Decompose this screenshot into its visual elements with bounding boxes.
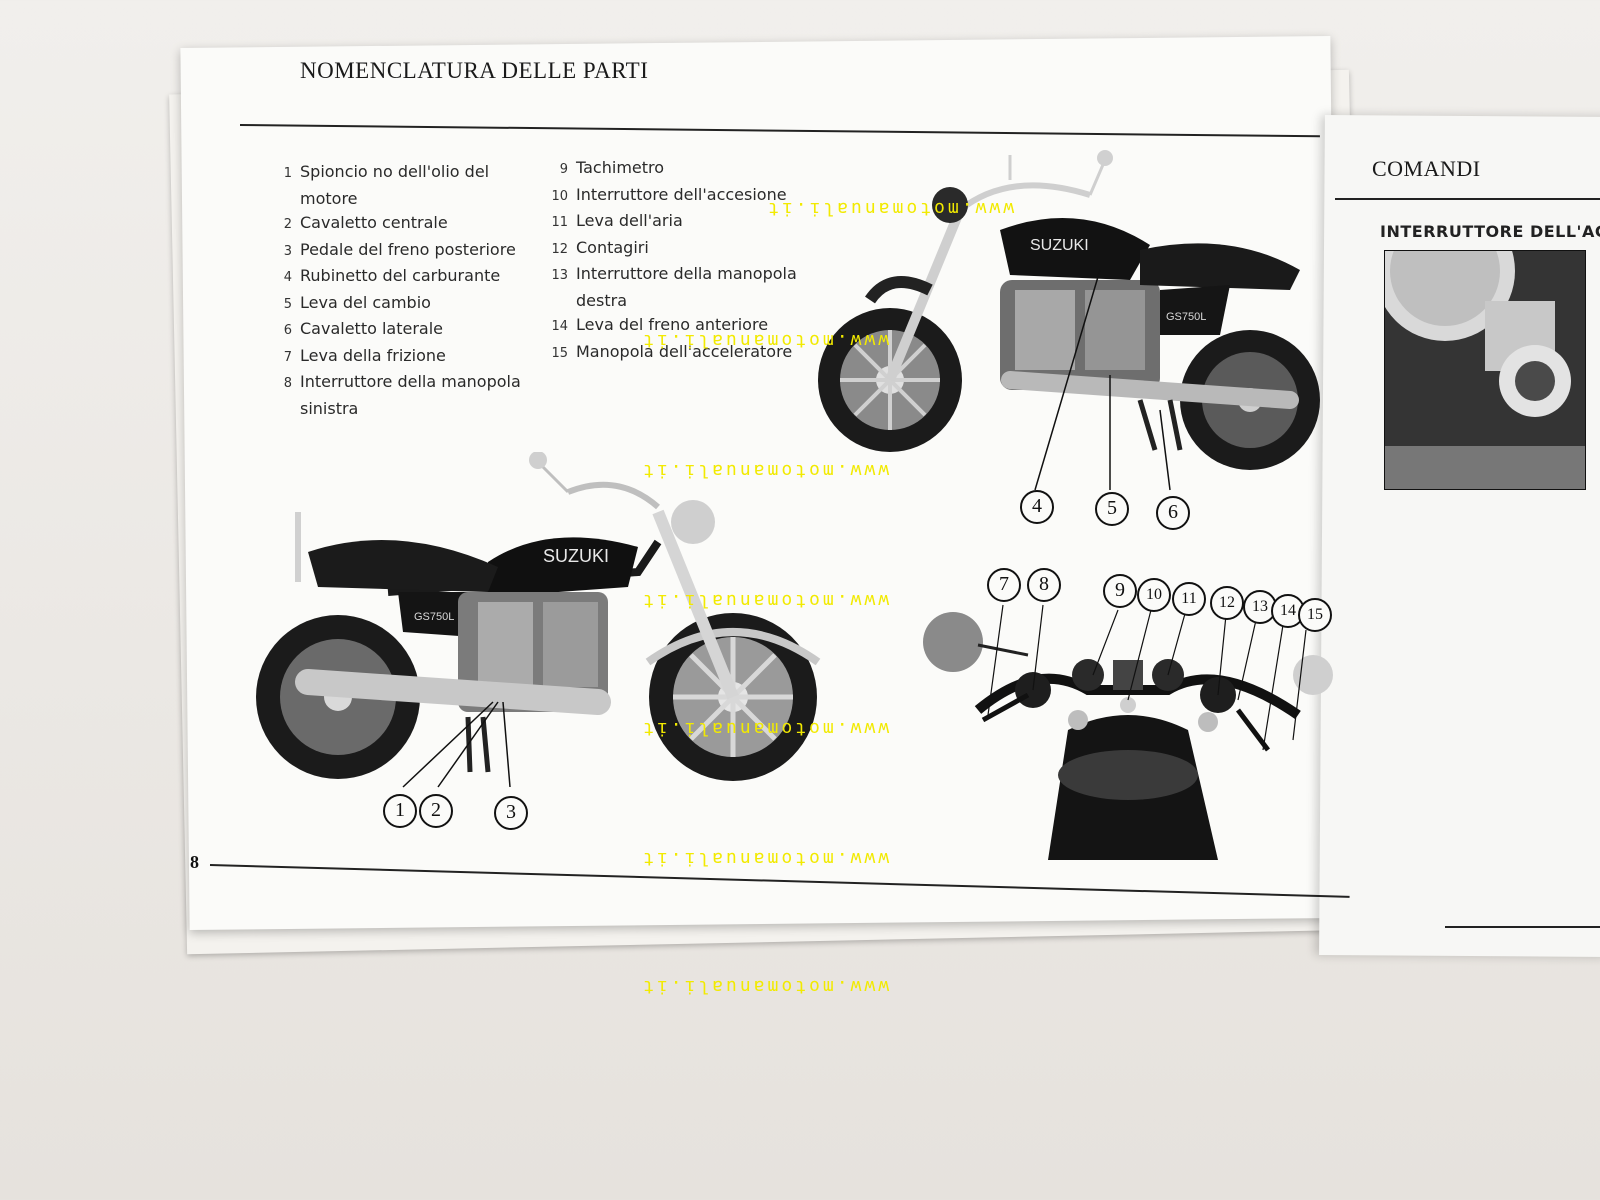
legend-item-continuation: destra: [576, 290, 627, 310]
watermark: www.motomanuali.it: [640, 848, 890, 869]
page-title: NOMENCLATURA DELLE PARTI: [300, 58, 649, 83]
model-badge: GS750L: [1166, 311, 1206, 323]
watermark: www.motomanuali.it: [640, 718, 890, 739]
callout-15: 15: [1298, 598, 1332, 632]
callout-10: 10: [1137, 578, 1171, 612]
right-header-rule: [1335, 198, 1600, 200]
right-footer-rule: [1445, 926, 1600, 928]
watermark: www.motomanuali.it: [640, 976, 890, 997]
callout-6: 6: [1156, 496, 1190, 530]
callout-9: 9: [1103, 574, 1137, 608]
watermark: www.motomanuali.it: [640, 460, 890, 481]
callout-5: 5: [1095, 492, 1129, 526]
callout-1: 1: [383, 794, 417, 828]
legend-item-continuation: sinistra: [300, 398, 359, 418]
ignition-switch-photo: [1384, 250, 1586, 490]
right-page-title: COMANDI: [1372, 156, 1481, 181]
callout-4: 4: [1020, 490, 1054, 524]
callout-7: 7: [987, 568, 1021, 602]
callout-8: 8: [1027, 568, 1061, 602]
watermark: www.motomanuali.it: [765, 198, 1015, 219]
callout-2: 2: [419, 794, 453, 828]
tank-logo: SUZUKI: [1030, 237, 1089, 254]
callout-3: 3: [494, 796, 528, 830]
watermark: www.motomanuali.it: [640, 330, 890, 351]
watermark: www.motomanuali.it: [640, 590, 890, 611]
motorcycle-photo-front: SUZUKI GS750L: [818, 150, 1320, 491]
callout-11: 11: [1172, 582, 1206, 616]
right-page-subtitle: INTERRUTTORE DELL'AC: [1380, 222, 1600, 241]
motorcycle-photo-side: SUZUKI GS750L: [256, 452, 821, 788]
callout-12: 12: [1210, 586, 1244, 620]
right-manual-page: [1319, 114, 1600, 958]
tank-logo-side: SUZUKI: [543, 546, 609, 566]
legend-item-continuation: motore: [300, 188, 358, 208]
page-number: 8: [190, 852, 199, 872]
handlebar-photo: [923, 604, 1333, 860]
model-badge-side: GS750L: [414, 611, 454, 623]
